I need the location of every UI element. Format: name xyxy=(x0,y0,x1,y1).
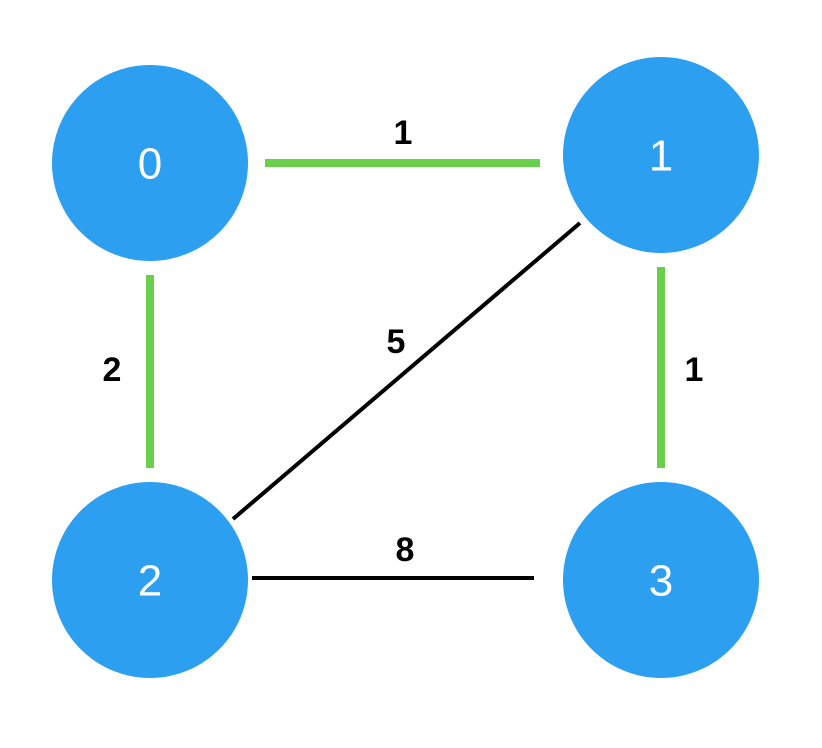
node-circle-3[interactable] xyxy=(563,482,759,678)
graph-node-0[interactable]: 0 xyxy=(52,65,248,261)
edge-weight-label-2-3: 8 xyxy=(396,531,415,569)
node-circle-1[interactable] xyxy=(563,57,759,253)
edges-layer xyxy=(146,159,665,580)
graph-node-1[interactable]: 1 xyxy=(563,57,759,253)
node-label-2: 2 xyxy=(138,557,162,606)
edge-labels-layer: 1 2 1 5 8 xyxy=(103,114,704,569)
graph-node-2[interactable]: 2 xyxy=(52,482,248,678)
node-label-1: 1 xyxy=(649,132,673,181)
nodes-layer: 0 1 2 3 xyxy=(52,57,759,678)
edge-weight-label-1-3: 1 xyxy=(685,351,704,389)
node-circle-2[interactable] xyxy=(52,482,248,678)
node-circle-0[interactable] xyxy=(52,65,248,261)
graph-edge-1-2[interactable] xyxy=(231,221,582,521)
graph-node-3[interactable]: 3 xyxy=(563,482,759,678)
node-label-3: 3 xyxy=(649,557,673,606)
edge-weight-label-1-2: 5 xyxy=(387,323,406,361)
node-label-0: 0 xyxy=(138,140,162,189)
edge-weight-label-0-1: 1 xyxy=(394,114,413,152)
edge-weight-label-0-2: 2 xyxy=(103,351,122,389)
